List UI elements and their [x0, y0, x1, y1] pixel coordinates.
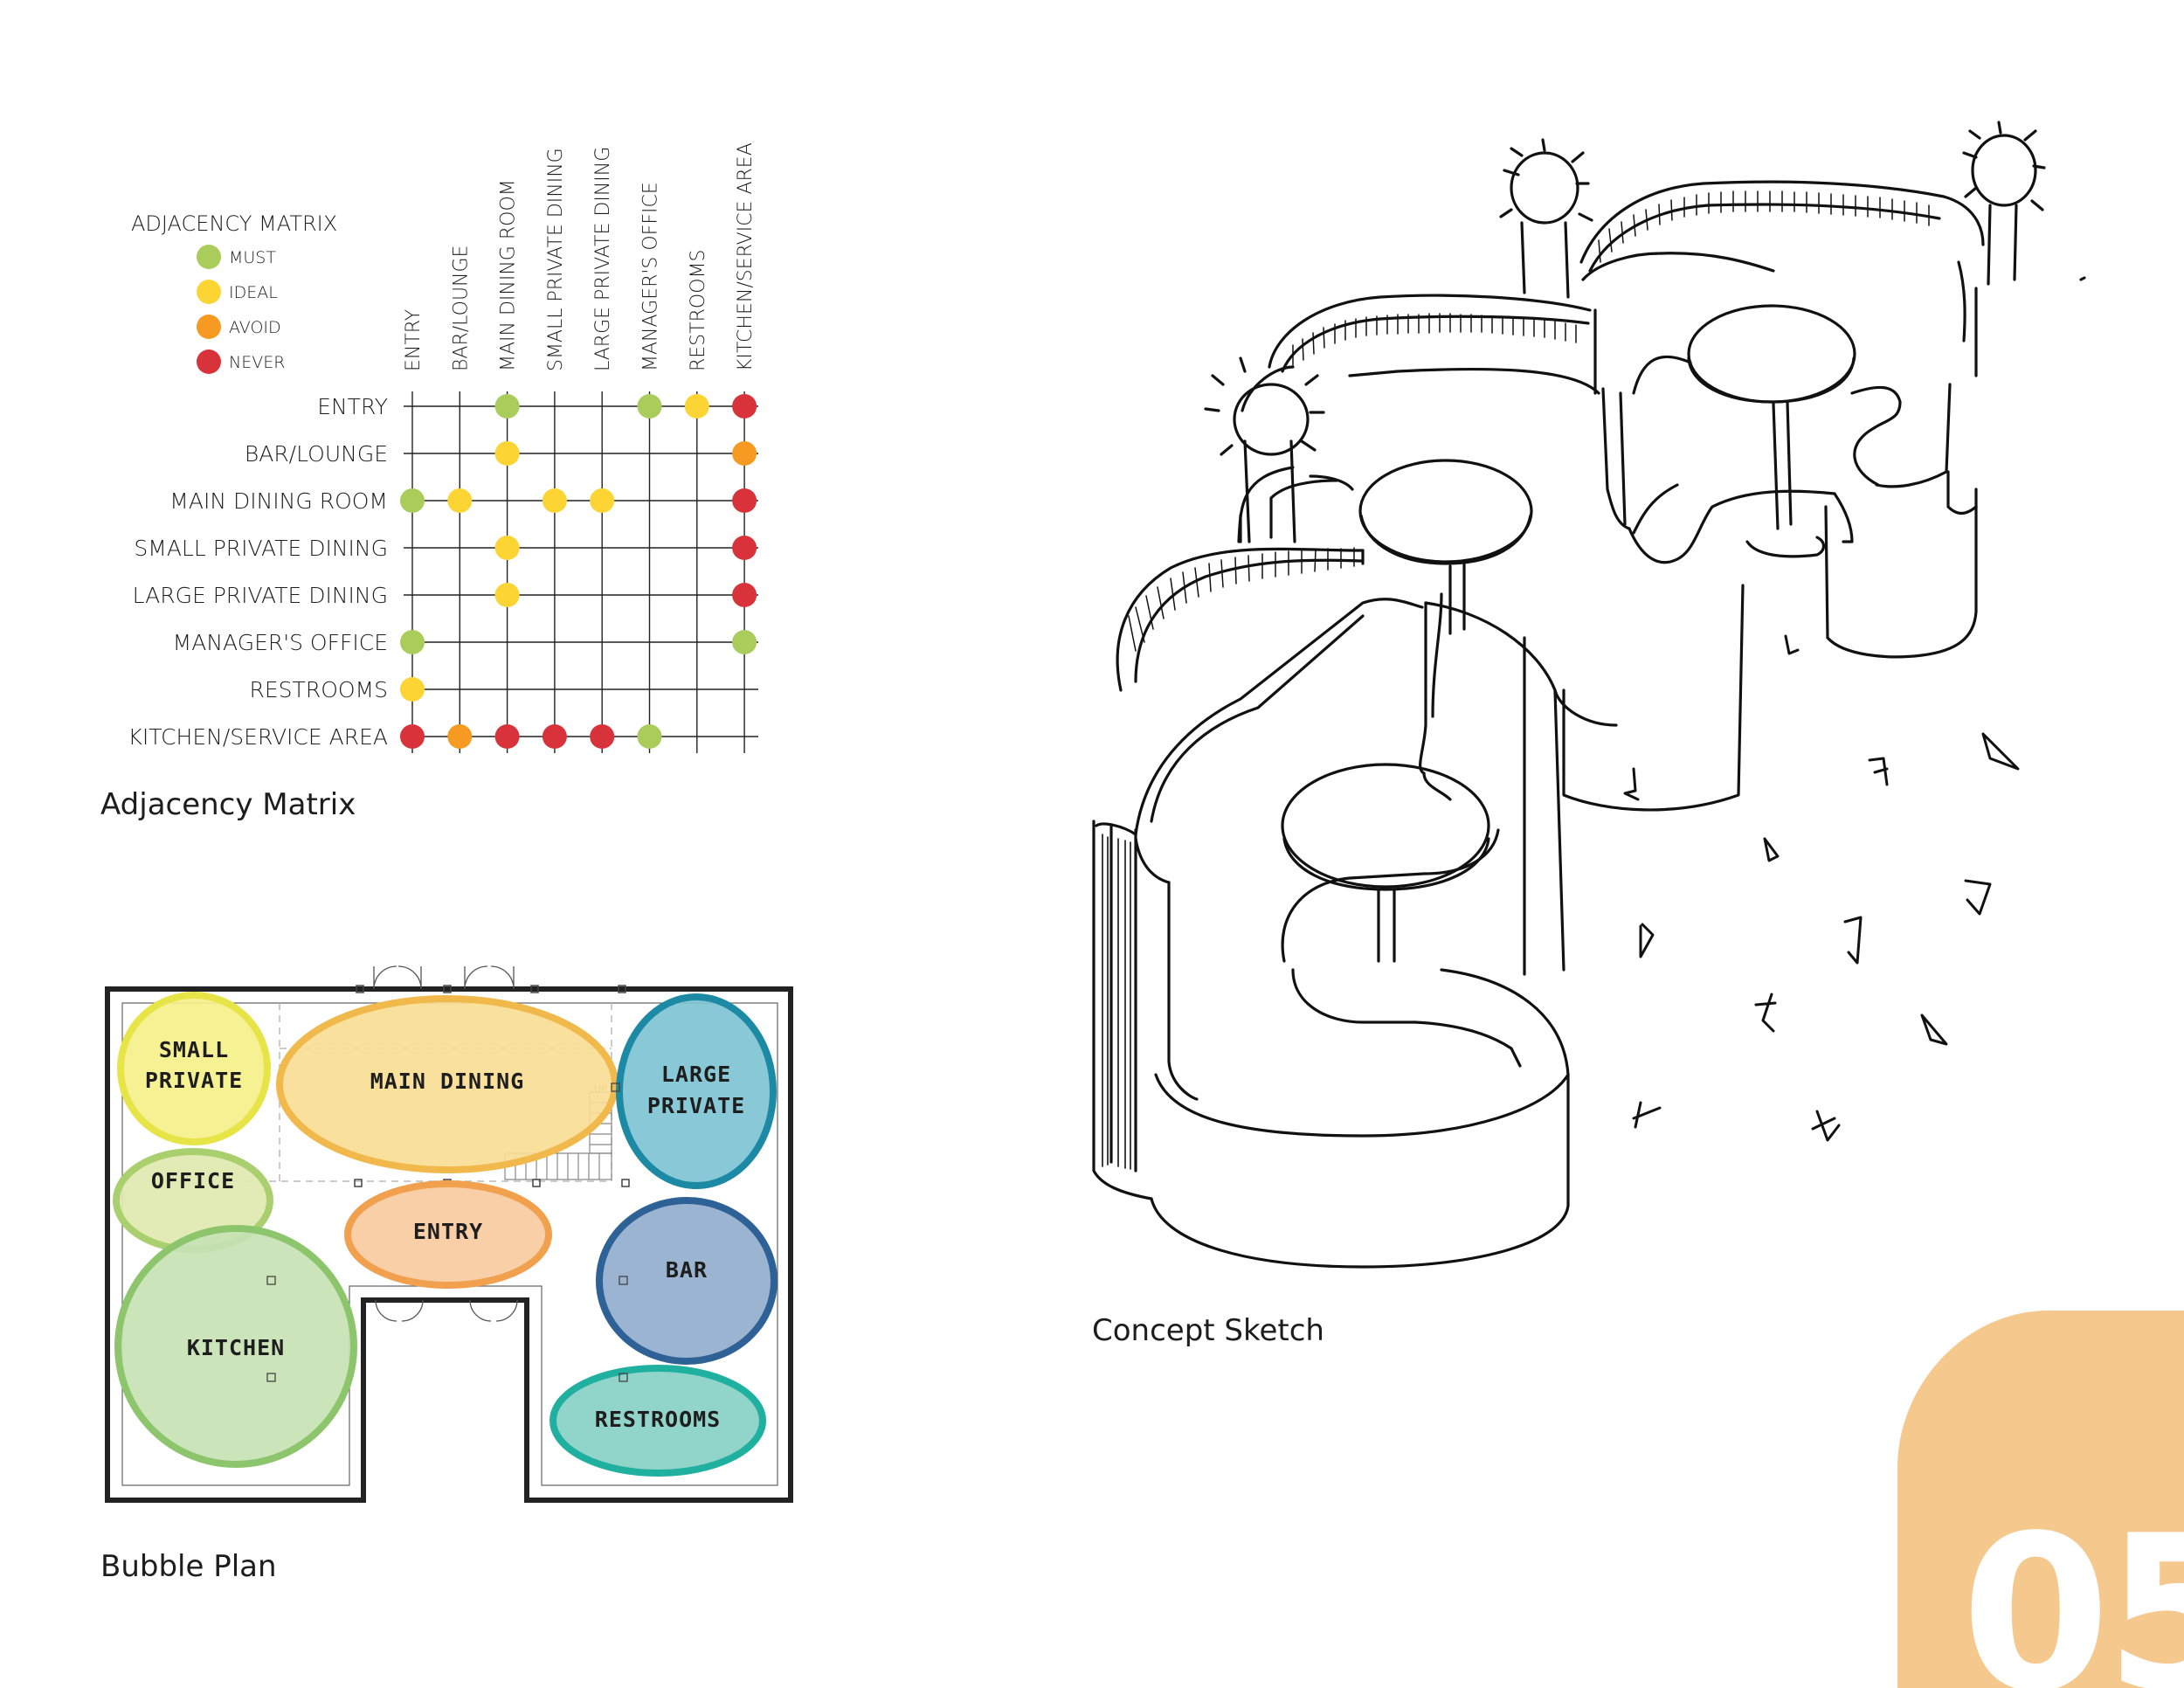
- matrix-dot-ideal: [494, 536, 520, 560]
- matrix-dot-never: [732, 583, 757, 607]
- bubble-plan-caption: Bubble Plan: [100, 1549, 277, 1584]
- concept-sketch-drawing: [1092, 121, 2086, 1269]
- column-label: MAIN DINING ROOM: [498, 179, 520, 371]
- legend-label-never: NEVER: [229, 353, 285, 372]
- matrix-dot-ideal: [684, 394, 709, 419]
- bubble-shape: [114, 1225, 357, 1468]
- matrix-dot-never: [732, 536, 757, 560]
- lamp-right: [1962, 121, 2086, 286]
- bubble-label: LARGE: [661, 1062, 731, 1087]
- bubble-kitchen: KITCHEN: [114, 1225, 357, 1468]
- matrix-column-labels: ENTRY BAR/LOUNGE MAIN DINING ROOM SMALL PRI…: [403, 142, 757, 371]
- matrix-dot-avoid: [447, 724, 473, 749]
- matrix-dot-never: [494, 724, 520, 749]
- matrix-dot-never: [590, 724, 615, 749]
- bubble-entry: ENTRY: [344, 1180, 552, 1289]
- matrix-dot-must: [494, 394, 520, 419]
- legend-label-must: MUST: [229, 248, 276, 267]
- column-label: MANAGER'S OFFICE: [640, 182, 662, 371]
- legend-label-ideal: IDEAL: [229, 283, 278, 302]
- adjacency-matrix-caption: Adjacency Matrix: [100, 787, 356, 822]
- bubble-shape: [117, 992, 271, 1145]
- matrix-row-labels: ENTRY BAR/LOUNGE MAIN DINING ROOM SMALL PRI…: [128, 394, 388, 750]
- row-label: KITCHEN/SERVICE AREA: [128, 724, 388, 750]
- matrix-dot-ideal: [542, 488, 567, 513]
- bubble-bar: BAR: [596, 1197, 778, 1365]
- column-label: RESTROOMS: [688, 250, 709, 371]
- matrix-dot-never: [400, 724, 425, 749]
- bubble-label: OFFICE: [151, 1168, 235, 1193]
- adjacency-matrix: ADJACENCY MATRIX MUST IDEAL AVOID NEVER ENT…: [128, 142, 758, 753]
- matrix-dot-avoid: [732, 441, 757, 466]
- matrix-legend: MUST IDEAL AVOID NEVER: [197, 245, 285, 374]
- bubbles: SMALL PRIVATE MAIN DINING LARGE PRIVATE OFFIC…: [113, 992, 778, 1477]
- bubble-label: PRIVATE: [145, 1068, 243, 1093]
- floor-texture-marks: [1623, 634, 2020, 1142]
- page-number-tab: [1897, 1311, 2184, 1688]
- row-label: BAR/LOUNGE: [245, 441, 388, 467]
- bubble-shape: [344, 1180, 552, 1289]
- column-label: KITCHEN/SERVICE AREA: [735, 142, 757, 371]
- row-label: ENTRY: [317, 394, 388, 419]
- matrix-dot-ideal: [590, 488, 615, 513]
- bubble-label: RESTROOMS: [595, 1407, 721, 1432]
- bubble-large-private: LARGE PRIVATE: [616, 993, 777, 1189]
- legend-swatch-avoid: [197, 315, 221, 339]
- concept-sketch-caption: Concept Sketch: [1092, 1313, 1324, 1348]
- matrix-dot-never: [542, 724, 567, 749]
- bubble-restrooms: RESTROOMS: [549, 1365, 766, 1477]
- bubble-shape: [276, 995, 619, 1173]
- matrix-dot-never: [732, 394, 757, 419]
- page-number: 05: [1961, 1490, 2184, 1688]
- legend-swatch-never: [197, 349, 221, 374]
- legend-swatch-must: [197, 245, 221, 269]
- plan-column-markers: [266, 1083, 628, 1382]
- bubble-shape: [549, 1365, 766, 1477]
- matrix-dot-ideal: [494, 441, 520, 466]
- matrix-dot-ideal: [400, 677, 425, 702]
- matrix-title: ADJACENCY MATRIX: [131, 211, 337, 236]
- row-label: MANAGER'S OFFICE: [173, 630, 388, 655]
- matrix-dot-must: [400, 488, 425, 513]
- bubble-shape: [596, 1197, 778, 1365]
- matrix-dots: [400, 394, 757, 749]
- matrix-dot-ideal: [494, 583, 520, 607]
- bubble-main-dining: MAIN DINING: [276, 995, 619, 1173]
- lamp-left: [1204, 356, 1325, 543]
- column-label: SMALL PRIVATE DINING: [545, 148, 567, 371]
- bubble-small-private: SMALL PRIVATE: [117, 992, 271, 1145]
- bubble-label: BAR: [666, 1257, 708, 1283]
- column-label: ENTRY: [403, 309, 425, 371]
- lamp-middle: [1499, 138, 1593, 299]
- bubble-label: SMALL: [159, 1037, 229, 1062]
- matrix-dot-must: [637, 394, 662, 419]
- matrix-dot-ideal: [447, 488, 473, 513]
- bubble-label: MAIN DINING: [370, 1069, 525, 1094]
- column-label: BAR/LOUNGE: [450, 246, 472, 371]
- legend-label-avoid: AVOID: [229, 318, 281, 337]
- bubble-label: ENTRY: [413, 1219, 483, 1244]
- row-label: RESTROOMS: [250, 677, 388, 702]
- bubble-shape: [616, 993, 777, 1189]
- bubble-label: KITCHEN: [187, 1335, 285, 1360]
- matrix-dot-must: [400, 630, 425, 654]
- matrix-dot-never: [732, 488, 757, 513]
- column-label: LARGE PRIVATE DINING: [592, 147, 614, 371]
- bubble-label: PRIVATE: [647, 1093, 745, 1118]
- matrix-grid: [404, 391, 758, 753]
- matrix-dot-must: [732, 630, 757, 654]
- row-label: LARGE PRIVATE DINING: [133, 583, 388, 608]
- matrix-dot-must: [637, 724, 662, 749]
- row-label: SMALL PRIVATE DINING: [134, 536, 388, 561]
- legend-swatch-ideal: [197, 280, 221, 304]
- row-label: MAIN DINING ROOM: [169, 488, 388, 514]
